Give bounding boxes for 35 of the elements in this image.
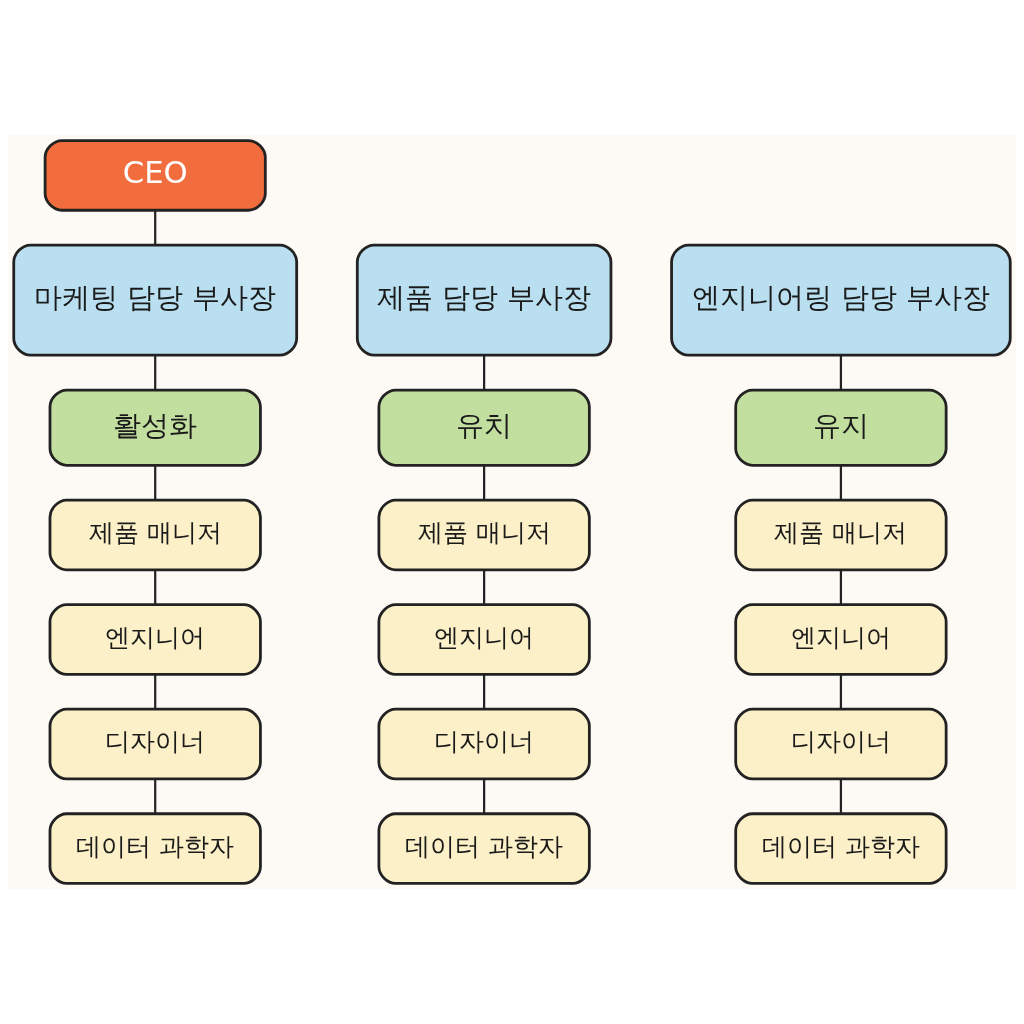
connector — [839, 570, 843, 605]
connector — [483, 465, 486, 500]
node-box: 데이터 과학자 — [734, 812, 948, 885]
connector — [154, 779, 157, 814]
connector — [839, 779, 843, 814]
node-box: 제품 매니저 — [734, 498, 948, 572]
node-box: 엔지니어 — [377, 603, 591, 676]
node-box: 유치 — [377, 388, 591, 467]
connector — [483, 779, 486, 814]
connector — [154, 355, 157, 390]
node-box: CEO — [43, 139, 267, 212]
node-box: 활성화 — [48, 388, 262, 467]
connector — [483, 674, 486, 709]
node-box: 유지 — [734, 388, 948, 467]
node-box: 데이터 과학자 — [48, 812, 262, 885]
node-box: 제품 매니저 — [377, 498, 591, 572]
connector — [839, 355, 843, 390]
connector — [483, 570, 486, 605]
node-box: 디자이너 — [377, 707, 591, 781]
node-box: 디자이너 — [734, 707, 948, 781]
connector — [839, 674, 843, 709]
connector — [483, 355, 486, 390]
node-box: 마케팅 담당 부사장 — [12, 243, 299, 357]
connector — [154, 210, 157, 245]
node-box: 데이터 과학자 — [377, 812, 591, 885]
connector — [154, 570, 157, 605]
connector — [154, 674, 157, 709]
connector — [839, 465, 843, 500]
node-box: 디자이너 — [48, 707, 262, 781]
node-box: 엔지니어 — [734, 603, 948, 676]
node-box: 엔지니어 — [48, 603, 262, 676]
node-box: 제품 매니저 — [48, 498, 262, 572]
node-box: 제품 담당 부사장 — [355, 243, 613, 357]
connector — [154, 465, 157, 500]
node-box: 엔지니어링 담당 부사장 — [670, 243, 1012, 357]
